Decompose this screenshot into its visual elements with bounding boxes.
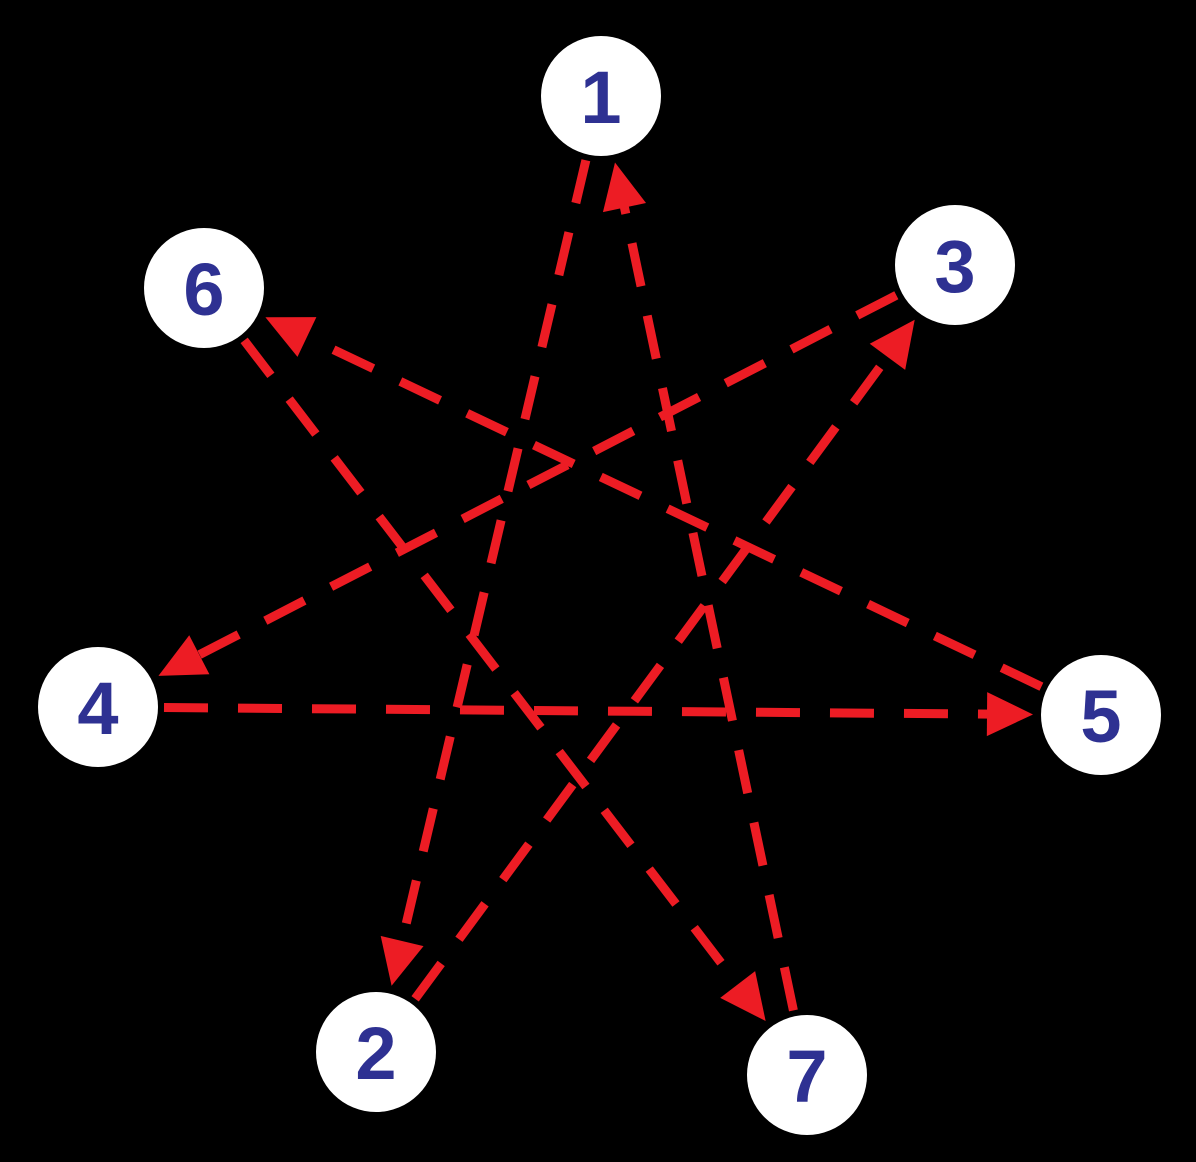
arrowhead-2-3 <box>869 319 915 370</box>
arrowhead-7-1 <box>602 162 647 213</box>
arrowhead-1-2 <box>380 935 424 986</box>
node-label-5: 5 <box>1080 675 1121 758</box>
edge-2-to-3 <box>411 319 915 1002</box>
edge-line-6-7 <box>240 337 744 991</box>
node-circle-6 <box>144 228 264 348</box>
edge-6-to-7 <box>240 337 766 1022</box>
edge-4-to-5 <box>163 692 1034 737</box>
edge-3-to-4 <box>158 291 899 676</box>
node-2: 2 <box>316 992 436 1112</box>
node-6: 6 <box>144 228 264 348</box>
node-circle-4 <box>38 647 158 767</box>
nodes-layer: 1 2 3 4 5 6 7 <box>38 36 1161 1135</box>
node-7: 7 <box>747 1015 867 1135</box>
edge-line-4-5 <box>163 703 992 719</box>
node-label-6: 6 <box>183 248 224 331</box>
edge-line-7-1 <box>619 202 798 1012</box>
edge-line-1-2 <box>396 159 591 946</box>
node-circle-5 <box>1041 655 1161 775</box>
node-label-4: 4 <box>77 667 118 750</box>
node-circle-7 <box>747 1015 867 1135</box>
node-1: 1 <box>541 36 661 156</box>
node-5: 5 <box>1041 655 1161 775</box>
arrowhead-6-7 <box>720 971 766 1022</box>
edge-7-to-1 <box>602 162 798 1012</box>
edge-line-2-3 <box>411 350 894 1002</box>
node-label-2: 2 <box>355 1012 396 1095</box>
node-circle-2 <box>316 992 436 1112</box>
node-label-7: 7 <box>786 1035 827 1118</box>
edge-line-5-6 <box>301 331 1044 691</box>
node-label-1: 1 <box>580 56 621 139</box>
node-4: 4 <box>38 647 158 767</box>
edge-5-to-6 <box>265 317 1044 691</box>
node-circle-3 <box>895 205 1015 325</box>
node-circle-1 <box>541 36 661 156</box>
arrowhead-3-4 <box>158 635 210 676</box>
arrowhead-5-6 <box>265 317 317 357</box>
node-3: 3 <box>895 205 1015 325</box>
arrowhead-4-5 <box>986 692 1034 737</box>
node-label-3: 3 <box>934 225 975 308</box>
edge-1-to-2 <box>380 159 591 986</box>
edges-layer <box>158 159 1044 1022</box>
edge-line-3-4 <box>193 291 899 661</box>
